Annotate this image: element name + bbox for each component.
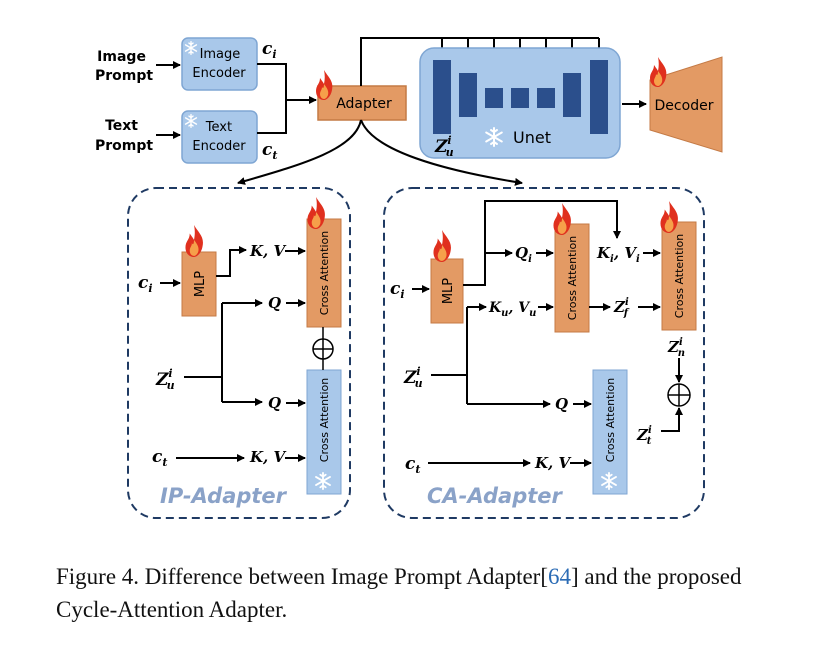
ip-cross-attention-label: Cross Attention [318,231,331,315]
ca-cross-attention-2-label: Cross Attention [673,234,686,318]
ca-mlp-label: MLP [441,278,456,304]
unet-block [433,60,451,134]
ip-adapter-border [127,187,351,519]
text-encoder-box [181,110,258,164]
ip-q-label: Q [268,294,281,312]
ca-cross-attention-1 [554,223,590,333]
trainable-flame-icon [316,70,333,100]
ip-mlp-box [181,251,217,317]
ip-adapter-panel: MLP Cross Attention Cross Attention ci K… [127,187,351,519]
trainable-flame-icon [660,201,678,233]
ip-c-i-label: ci [138,273,153,295]
ca-kv-i-label: Ki, Vi [596,244,640,265]
ip-kv-label: K, V [249,242,286,260]
c-i-label: ci [262,39,277,61]
ip-cross-attention-frozen [306,369,342,495]
ca-c-i-label: ci [390,279,405,301]
ca-cross-attention-2 [661,221,697,331]
ca-q-i-label: Qi [515,244,532,265]
unet-block [511,88,529,108]
ip-mlp-label: MLP [193,271,208,297]
unet-block [563,73,581,117]
image-prompt-label: Image Prompt [95,49,153,84]
ca-kv-u-label: Ku, Vu [488,300,536,319]
top-pipeline: Image Prompt Text Prompt Image Encoder T… [95,37,723,186]
ca-kv-label: K, V [534,454,571,472]
ip-cross-attention-frozen-label: Cross Attention [318,378,331,462]
ca-adapter-border [383,187,705,519]
ca-cross-attention-frozen [592,369,628,495]
ca-cross-attention-frozen-label: Cross Attention [604,378,617,462]
trainable-flame-icon [185,225,203,257]
unet-block [459,73,477,117]
unet-block [590,60,608,134]
trainable-flame-icon [307,197,325,229]
adapter-label: Adapter [336,96,392,112]
unet-block [485,88,503,108]
unet-block [537,88,555,108]
ca-q-label: Q [555,395,568,413]
ip-c-t-label: ct [152,447,167,469]
text-prompt-label: Text Prompt [95,118,153,154]
ca-adapter-panel: MLP ci Qi Cross Attention Ki, Vi Cross A… [383,187,705,519]
figure-caption: Figure 4. Difference between Image Promp… [56,564,742,622]
ip-kv-label: K, V [249,448,286,466]
ca-adapter-title: CA-Adapter [427,484,564,508]
decoder-label: Decoder [655,98,714,114]
trainable-flame-icon [553,203,571,235]
decoder-shape [649,56,723,153]
image-encoder-box [181,37,258,91]
architecture-diagram: Image Prompt Text Prompt Image Encoder T… [95,37,723,519]
ca-cross-attention-1-label: Cross Attention [566,236,579,320]
image-encoder-label: Image Encoder [192,47,246,81]
ca-c-t-label: ct [405,454,420,476]
trainable-flame-icon [650,57,667,87]
unet-label: Unet [513,128,551,147]
ip-q-label: Q [268,394,281,412]
c-t-label: ct [262,140,277,162]
citation-link[interactable]: 64 [547,564,571,589]
ca-mlp-box [430,258,464,324]
trainable-flame-icon [433,230,451,262]
ip-adapter-title: IP-Adapter [160,484,288,508]
text-encoder-label: Text Encoder [192,120,246,154]
